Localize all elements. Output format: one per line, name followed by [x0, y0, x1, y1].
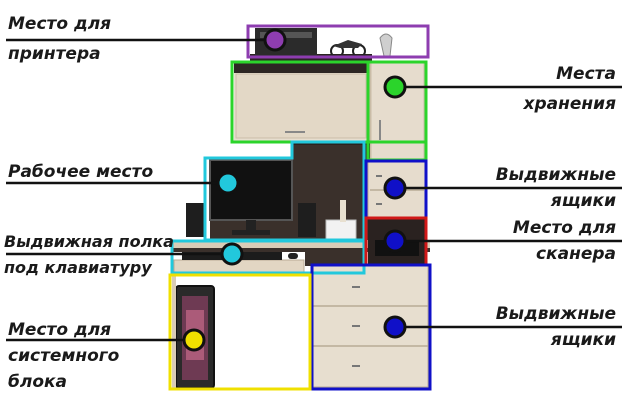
- marker-keyboard: [220, 242, 244, 266]
- label-keyboard: Выдвижная полка под клавиатуру: [4, 230, 174, 280]
- label-drawers-top-line1: Выдвижные: [495, 165, 616, 185]
- label-keyboard-line1: Выдвижная полка: [4, 232, 174, 251]
- markers: [182, 28, 407, 352]
- label-printer-line1: Место для: [8, 14, 112, 34]
- label-workplace-line1: Рабочее место: [8, 162, 154, 182]
- label-scanner: Место для сканера: [513, 216, 616, 266]
- speaker-right: [298, 203, 316, 237]
- zone-printer: [246, 24, 430, 59]
- marker-scanner: [383, 229, 407, 253]
- label-storage: Места хранения: [524, 62, 616, 116]
- marker-printer: [263, 28, 287, 52]
- label-storage-line1: Места: [556, 64, 616, 84]
- leader-lines: [6, 38, 622, 342]
- marker-drawers-bottom: [383, 315, 407, 339]
- label-storage-line2: хранения: [523, 94, 616, 114]
- label-system-unit-line1: Место для: [8, 320, 112, 340]
- label-system-unit-line3: блока: [8, 372, 68, 392]
- label-system-unit: Место для системного блока: [8, 318, 119, 394]
- label-drawers-bottom-line2: ящики: [550, 330, 616, 350]
- label-printer: Место для принтера: [8, 12, 111, 66]
- desktop-surface: [172, 240, 430, 248]
- marker-system-unit: [182, 328, 206, 352]
- speaker-left: [186, 203, 204, 237]
- label-printer-line2: принтера: [8, 44, 101, 64]
- label-system-unit-line2: системного: [8, 346, 120, 366]
- label-drawers-top: Выдвижные ящики: [496, 163, 616, 213]
- decor-vase: [379, 33, 393, 57]
- zone-keyboard-shelf: [170, 239, 366, 275]
- zone-system-unit: [168, 273, 312, 391]
- marker-storage: [383, 75, 407, 99]
- label-scanner-line2: сканера: [535, 244, 616, 264]
- label-drawers-bottom: Выдвижные ящики: [496, 302, 616, 352]
- label-drawers-bottom-line1: Выдвижные: [495, 304, 616, 324]
- marker-drawers-top: [383, 176, 407, 200]
- marker-workplace: [216, 171, 240, 195]
- label-keyboard-line2: под клавиатуру: [4, 258, 152, 277]
- label-drawers-top-line2: ящики: [550, 191, 616, 211]
- label-scanner-line1: Место для: [512, 218, 616, 238]
- label-workplace: Рабочее место: [8, 160, 153, 184]
- zone-outlines: [168, 24, 432, 391]
